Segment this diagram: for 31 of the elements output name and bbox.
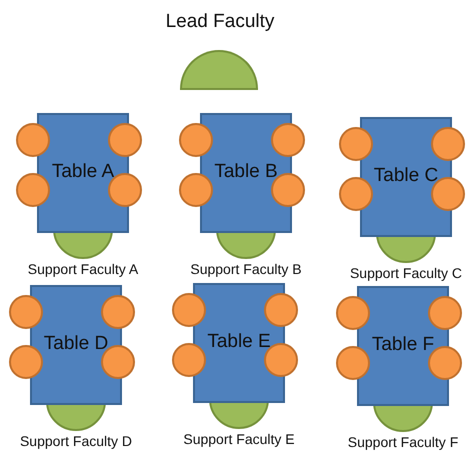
support-faculty-label: Support Faculty A bbox=[26, 261, 140, 277]
support-faculty-label: Support Faculty B bbox=[189, 261, 303, 277]
student-seat bbox=[108, 123, 142, 157]
student-seat bbox=[172, 343, 206, 377]
lead-faculty-label: Lead Faculty bbox=[164, 11, 276, 33]
table-label: Table D bbox=[42, 333, 110, 355]
student-seat bbox=[339, 177, 373, 211]
student-seat bbox=[101, 295, 135, 329]
support-faculty-label: Support Faculty E bbox=[182, 431, 296, 447]
student-seat bbox=[16, 173, 50, 207]
support-faculty-label: Support Faculty C bbox=[348, 265, 464, 281]
student-seat bbox=[271, 123, 305, 157]
student-seat bbox=[9, 295, 43, 329]
support-faculty-label: Support Faculty F bbox=[346, 434, 460, 450]
student-seat bbox=[179, 123, 213, 157]
student-seat bbox=[339, 127, 373, 161]
student-seat bbox=[172, 293, 206, 327]
support-faculty-label: Support Faculty D bbox=[18, 433, 134, 449]
student-seat bbox=[264, 293, 298, 327]
student-seat bbox=[431, 127, 465, 161]
student-seat bbox=[179, 173, 213, 207]
table-label: Table E bbox=[206, 331, 272, 353]
student-seat bbox=[16, 123, 50, 157]
student-seat bbox=[428, 296, 462, 330]
table-label: Table F bbox=[370, 334, 436, 356]
table-label: Table A bbox=[50, 161, 116, 183]
student-seat bbox=[336, 346, 370, 380]
table-label: Table C bbox=[372, 165, 440, 187]
student-seat bbox=[9, 345, 43, 379]
table-label: Table B bbox=[213, 161, 279, 183]
student-seat bbox=[336, 296, 370, 330]
